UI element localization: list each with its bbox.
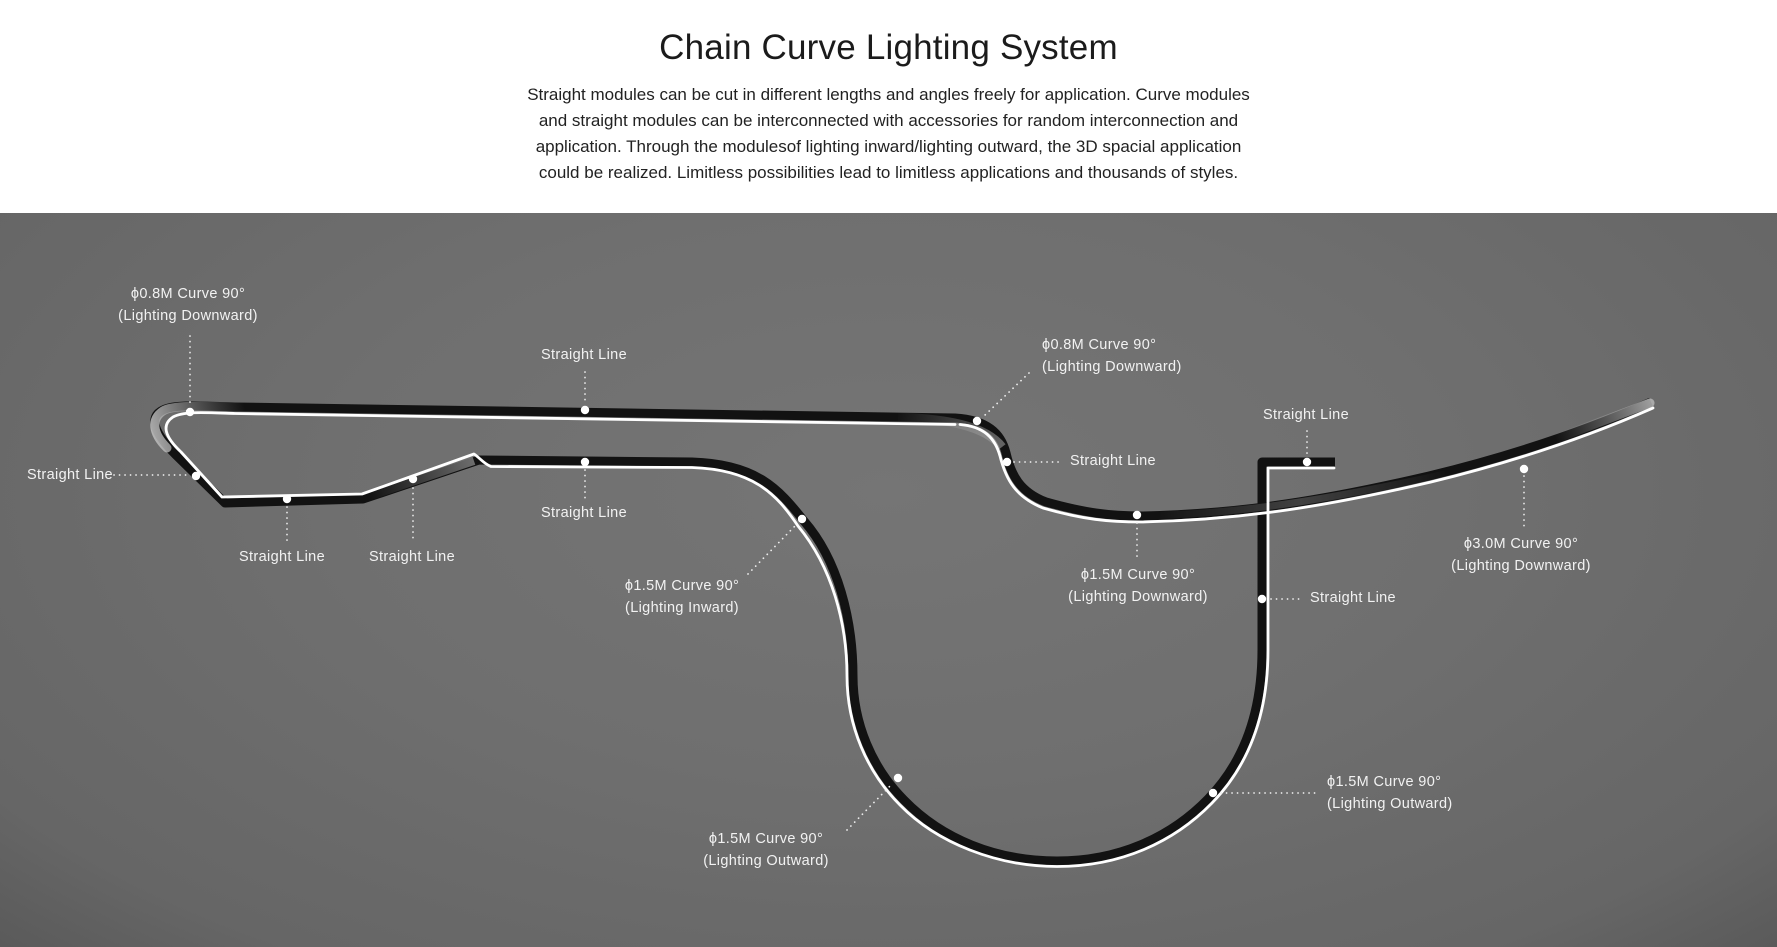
dot-curve-1.5m-outward-bottom [893, 773, 903, 783]
description-line: application. Through the modulesof light… [535, 137, 1242, 156]
highlight-left-apex [150, 401, 247, 453]
dot-curve-1.5m-downward [1132, 510, 1142, 520]
dot-curve-1.5m-outward-right [1208, 788, 1218, 798]
highlight-right-tip [1553, 398, 1655, 443]
description-line: Straight modules can be cut in different… [527, 85, 1250, 104]
light-strip-swoosh [958, 406, 1655, 524]
label-straight-line-bottom-1: Straight Line [239, 549, 325, 565]
light-strip-main [164, 411, 1336, 868]
label-straight-line-top-right: Straight Line [1263, 407, 1349, 423]
label-straight-line-s-bend: Straight Line [1070, 453, 1156, 469]
dot-straight-bottom-2 [408, 474, 418, 484]
label-curve-1.5m-outward-right: ϕ1.5M Curve 90° (Lighting Outward) [1327, 774, 1453, 812]
marker-dots [185, 405, 1529, 798]
dot-curve-0.8m-right [972, 416, 982, 426]
page-title: Chain Curve Lighting System [659, 28, 1118, 67]
dot-curve-0.8m-left [185, 407, 195, 417]
description-line: and straight modules can be interconnect… [538, 111, 1239, 130]
dot-straight-top-right [1302, 457, 1312, 467]
page-description: Straight modules can be cut in different… [0, 82, 1777, 186]
highlight-swoosh [1159, 470, 1446, 519]
leader-lines [113, 335, 1525, 831]
label-curve-1.5m-outward-bottom: ϕ1.5M Curve 90° (Lighting Outward) [703, 831, 829, 869]
dot-straight-bottom-1 [282, 494, 292, 504]
label-straight-line-left: Straight Line [27, 467, 113, 483]
label-curve-1.5m-inward: ϕ1.5M Curve 90° (Lighting Inward) [624, 578, 740, 616]
label-curve-3.0m-downward: ϕ3.0M Curve 90° (Lighting Downward) [1451, 536, 1591, 574]
label-curve-0.8m-left: ϕ0.8M Curve 90° (Lighting Downward) [118, 286, 258, 324]
label-curve-1.5m-downward: ϕ1.5M Curve 90° (Lighting Downward) [1068, 567, 1208, 605]
label-straight-line-mid-right: Straight Line [1310, 590, 1396, 606]
label-straight-line-mid: Straight Line [541, 505, 627, 521]
dot-curve-3.0m [1519, 464, 1529, 474]
leader-curve-1.5m-inward [747, 525, 796, 575]
lighting-diagram: ϕ0.8M Curve 90° (Lighting Downward) Stra… [0, 213, 1777, 947]
description-line: could be realized. Limitless possibiliti… [538, 163, 1239, 182]
label-curve-0.8m-right: ϕ0.8M Curve 90° (Lighting Downward) [1042, 337, 1182, 375]
header: Chain Curve Lighting System Straight mod… [0, 0, 1777, 213]
dot-straight-s-bend [1002, 457, 1012, 467]
dot-straight-mid [580, 457, 590, 467]
label-straight-line-top: Straight Line [541, 347, 627, 363]
highlight-zigzag-diagonal [366, 457, 476, 501]
label-straight-line-bottom-2: Straight Line [369, 549, 455, 565]
dot-curve-1.5m-inward [797, 514, 807, 524]
dot-straight-left [191, 471, 201, 481]
leader-curve-1.5m-outward-bottom [846, 783, 893, 831]
dot-straight-mid-right [1257, 594, 1267, 604]
leader-curve-0.8m-right [983, 372, 1030, 417]
track-svg [113, 335, 1655, 868]
dot-straight-top [580, 405, 590, 415]
